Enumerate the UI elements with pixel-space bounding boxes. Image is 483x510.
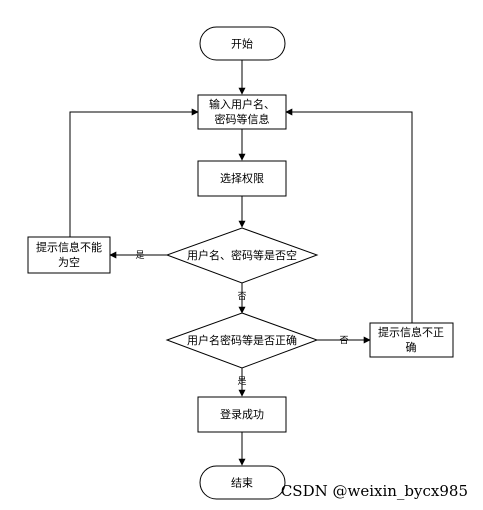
end-node: 结束 <box>199 465 286 500</box>
msg-empty-line2: 为空 <box>58 255 80 269</box>
start-label: 开始 <box>231 37 253 51</box>
msg-incorrect-line1: 提示信息不正 <box>378 325 444 339</box>
success-label: 登录成功 <box>220 407 264 421</box>
start-node: 开始 <box>199 26 286 61</box>
select-permission-node: 选择权限 <box>197 160 287 197</box>
input-label-line1: 输入用户名、 <box>209 97 275 111</box>
msg-empty-line1: 提示信息不能 <box>36 240 102 254</box>
input-node: 输入用户名、 密码等信息 <box>197 94 287 130</box>
input-label-line2: 密码等信息 <box>215 112 270 126</box>
watermark: CSDN @weixin_bycx985 <box>281 482 468 500</box>
msg-empty-node: 提示信息不能 为空 <box>27 236 111 274</box>
edge-msg-incorrect-back-to-input <box>285 108 413 323</box>
end-label: 结束 <box>231 477 253 490</box>
check-empty-label: 用户名、密码等是否空 <box>187 248 297 262</box>
select-permission-label: 选择权限 <box>220 171 264 185</box>
edge-label-empty-no: 否 <box>237 291 246 302</box>
msg-incorrect-line2: 确 <box>406 341 417 354</box>
edge-label-correct-yes: 是 <box>237 376 246 387</box>
check-correct-label: 用户名密码等是否正确 <box>187 333 297 347</box>
msg-incorrect-node: 提示信息不正 确 <box>369 322 454 358</box>
check-empty-decision: 用户名、密码等是否空 <box>165 227 319 284</box>
edge-label-correct-no: 否 <box>339 335 348 346</box>
edge-msg-empty-back-to-input <box>69 108 199 237</box>
edge-label-empty-yes: 是 <box>135 250 144 261</box>
check-correct-decision: 用户名密码等是否正确 <box>165 312 319 369</box>
success-node: 登录成功 <box>197 396 287 433</box>
